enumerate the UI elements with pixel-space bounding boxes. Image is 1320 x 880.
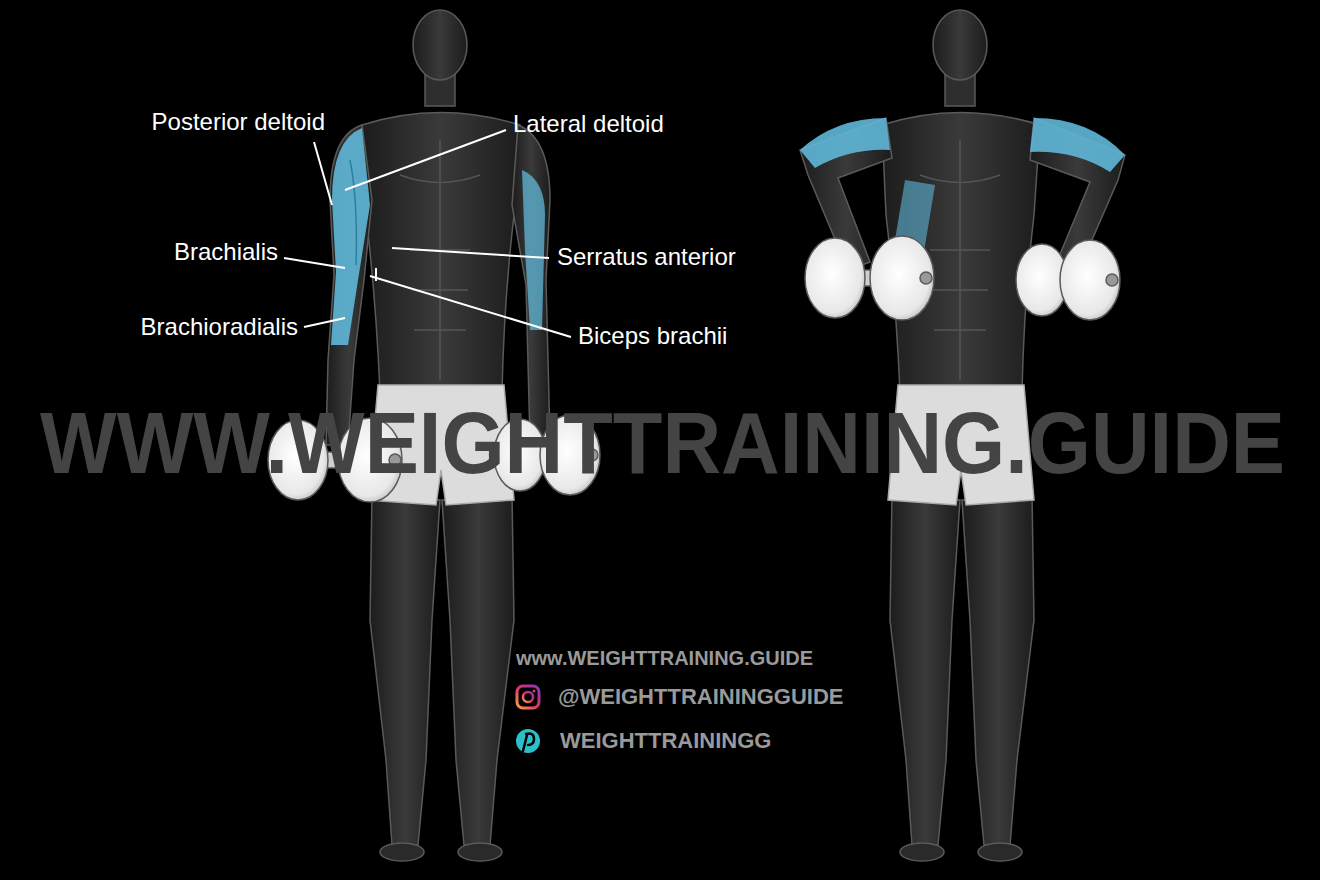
pinterest-handle: WEIGHTTRAININGG (560, 728, 771, 753)
muscle-label: Brachialis (174, 238, 278, 266)
pinterest-icon (516, 729, 540, 753)
website-text: www.WEIGHTTRAINING.GUIDE (516, 647, 813, 670)
instagram-handle: @WEIGHTTRAININGGUIDE (558, 684, 843, 709)
watermark: WWW.WEIGHTTRAINING.GUIDE (40, 392, 1285, 493)
muscle-label: Serratus anterior (557, 243, 736, 271)
instagram-icon (517, 686, 539, 708)
muscle-label: Lateral deltoid (513, 110, 664, 138)
leader-lines (284, 130, 571, 337)
muscle-label: Brachioradialis (141, 313, 298, 341)
muscle-label: Biceps brachii (578, 322, 727, 350)
muscle-label: Posterior deltoid (152, 108, 325, 136)
